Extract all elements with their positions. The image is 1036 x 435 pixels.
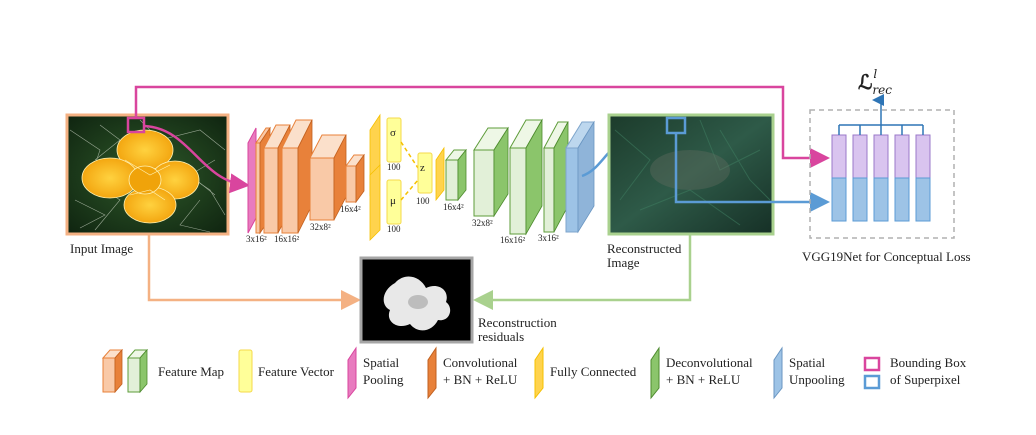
fc-enc-lower bbox=[369, 164, 381, 241]
vgg-loss-lines bbox=[838, 94, 924, 135]
z-label: z bbox=[420, 162, 425, 174]
spatial-unpooling-block bbox=[565, 120, 595, 234]
legend-deconv-label-2: + BN + ReLU bbox=[666, 372, 741, 387]
enc-dim-3: 32x8² bbox=[310, 222, 331, 232]
legend-feature-map-icon bbox=[101, 348, 149, 394]
legend-bbox-label-2: of Superpixel bbox=[890, 372, 961, 387]
legend-bbox-label-1: Bounding Box bbox=[890, 355, 967, 370]
fc-dec bbox=[435, 146, 445, 202]
recon-to-vgg-arrow bbox=[674, 133, 830, 212]
residual-image bbox=[359, 256, 474, 344]
mu-label: μ bbox=[390, 195, 396, 207]
legend-spatial-pooling-label-2: Pooling bbox=[363, 372, 404, 387]
legend-unpool-label-2: Unpooling bbox=[789, 372, 845, 387]
feature-map-dec-1 bbox=[444, 148, 468, 202]
bbox-to-encoder-arrow bbox=[143, 124, 250, 194]
feature-map-enc-2 bbox=[281, 119, 313, 234]
mu-vector bbox=[386, 179, 402, 225]
legend bbox=[101, 346, 881, 400]
feature-map-enc-3 bbox=[309, 134, 347, 221]
recon-to-residual-arrow bbox=[473, 234, 692, 310]
legend-conv-icon bbox=[427, 346, 437, 400]
feature-map-enc-4 bbox=[345, 153, 365, 204]
reconstructed-image-label: Reconstructed Image bbox=[607, 241, 682, 270]
vgg-dashed-box bbox=[809, 109, 955, 239]
reconstructed-image bbox=[607, 113, 775, 236]
feature-map-dec-3 bbox=[509, 118, 543, 236]
input-image bbox=[65, 113, 230, 236]
legend-feature-vector-icon bbox=[238, 349, 253, 393]
loss-superscript: l bbox=[873, 67, 878, 81]
input-to-vgg-arrow bbox=[134, 85, 830, 168]
dec-dim-3: 16x16² bbox=[500, 235, 526, 245]
dec-dim-2: 32x8² bbox=[472, 218, 493, 228]
sigma-size-label: 100 bbox=[387, 162, 401, 172]
legend-unpool-label-1: Spatial bbox=[789, 355, 826, 370]
enc-dim-2: 16x16² bbox=[274, 234, 300, 244]
sigma-vector bbox=[386, 117, 402, 163]
vgg-network bbox=[809, 94, 955, 239]
enc-dim-1: 3x16² bbox=[246, 234, 267, 244]
reparam-lines bbox=[400, 141, 419, 201]
legend-fc-label: Fully Connected bbox=[550, 364, 637, 379]
flower bbox=[81, 129, 200, 224]
input-image-label: Input Image bbox=[70, 241, 134, 256]
dec-dim-4: 3x16² bbox=[538, 233, 559, 243]
z-vector bbox=[417, 152, 433, 194]
z-size-label: 100 bbox=[416, 196, 430, 206]
feature-map-dec-4 bbox=[543, 121, 569, 233]
legend-fc-icon bbox=[534, 346, 544, 400]
legend-bbox-blue-icon bbox=[863, 374, 881, 390]
legend-conv-label-2: + BN + ReLU bbox=[443, 372, 518, 387]
input-to-residual-arrow bbox=[147, 234, 361, 310]
sigma-label: σ bbox=[390, 127, 396, 139]
spatial-pooling-block bbox=[247, 127, 257, 234]
mu-size-label: 100 bbox=[387, 224, 401, 234]
legend-unpool-icon bbox=[773, 346, 783, 400]
dec-dim-1: 16x4² bbox=[443, 202, 464, 212]
loss-main: ℒ bbox=[858, 70, 873, 94]
legend-conv-label-1: Convolutional bbox=[443, 355, 518, 370]
feature-map-dec-2 bbox=[473, 126, 509, 218]
legend-bbox-magenta-icon bbox=[863, 356, 881, 372]
vgg-columns bbox=[831, 134, 931, 222]
legend-feature-vector-label: Feature Vector bbox=[258, 364, 334, 379]
encoder bbox=[247, 119, 365, 235]
legend-spatial-pooling-label-1: Spatial bbox=[363, 355, 400, 370]
legend-feature-map-label: Feature Map bbox=[158, 364, 225, 379]
loss-subscript: rec bbox=[872, 83, 892, 97]
latent bbox=[369, 113, 445, 241]
legend-spatial-pooling-icon bbox=[347, 346, 357, 400]
decoder bbox=[444, 118, 595, 236]
enc-dim-4: 16x4² bbox=[340, 204, 361, 214]
legend-deconv-label-1: Deconvolutional bbox=[666, 355, 753, 370]
residuals-label: Reconstruction residuals bbox=[478, 315, 557, 344]
vgg-label: VGG19Net for Conceptual Loss bbox=[802, 249, 971, 264]
legend-deconv-icon bbox=[650, 346, 660, 400]
